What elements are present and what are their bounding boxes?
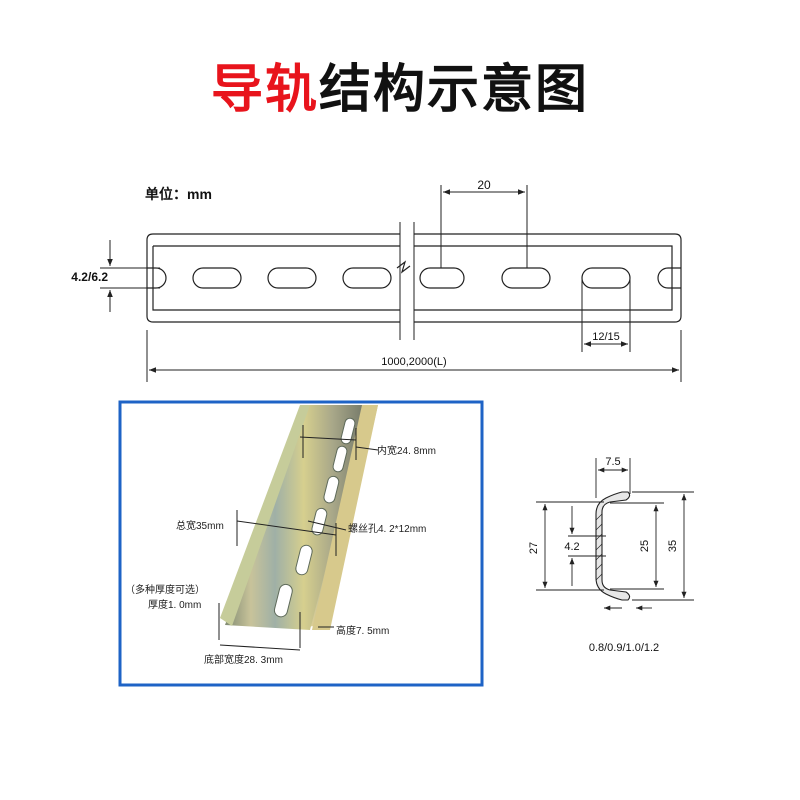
length-dimension [146, 330, 682, 382]
title-accent: 导轨 [210, 60, 319, 120]
title-main: 结构示意图 [319, 60, 590, 120]
slot-length-label: 12/15 [592, 331, 620, 343]
thickness-options-profile-label: 0.8/0.9/1.0/1.2 [589, 642, 659, 654]
thickness-label: 厚度1. 0mm [148, 598, 201, 611]
rail-top-view [146, 222, 682, 340]
outer-height-label: 35 [667, 540, 679, 552]
left-height-label: 27 [528, 542, 540, 554]
pitch-dimension [440, 185, 528, 268]
inner-width-label: 内宽24. 8mm [377, 444, 436, 457]
flange-label: 7.5 [605, 456, 620, 468]
unit-label: 单位：mm [145, 186, 212, 202]
photo-annotations [218, 425, 379, 651]
total-width-label: 总宽35mm [176, 519, 224, 532]
pitch-label: 20 [477, 178, 491, 192]
rail-photo [220, 405, 378, 630]
hole-label: 4.2 [564, 541, 579, 553]
rail-profile [592, 491, 631, 601]
inner-height-label: 25 [639, 540, 651, 552]
slot-height-label: 4.2/6.2 [71, 270, 108, 284]
slot-length-dimension [581, 278, 631, 352]
bottom-width-label: 底部宽度28. 3mm [204, 653, 283, 666]
page-title: 导轨结构示意图 [0, 58, 800, 122]
length-label: 1000,2000(L) [381, 356, 446, 368]
height-label: 高度7. 5mm [336, 624, 389, 637]
screw-hole-label: 螺丝孔4. 2*12mm [348, 523, 426, 535]
slot-height-dimension [100, 240, 160, 312]
profile-dimensions [536, 458, 694, 611]
thickness-options-label: （多种厚度可选） [125, 583, 205, 596]
